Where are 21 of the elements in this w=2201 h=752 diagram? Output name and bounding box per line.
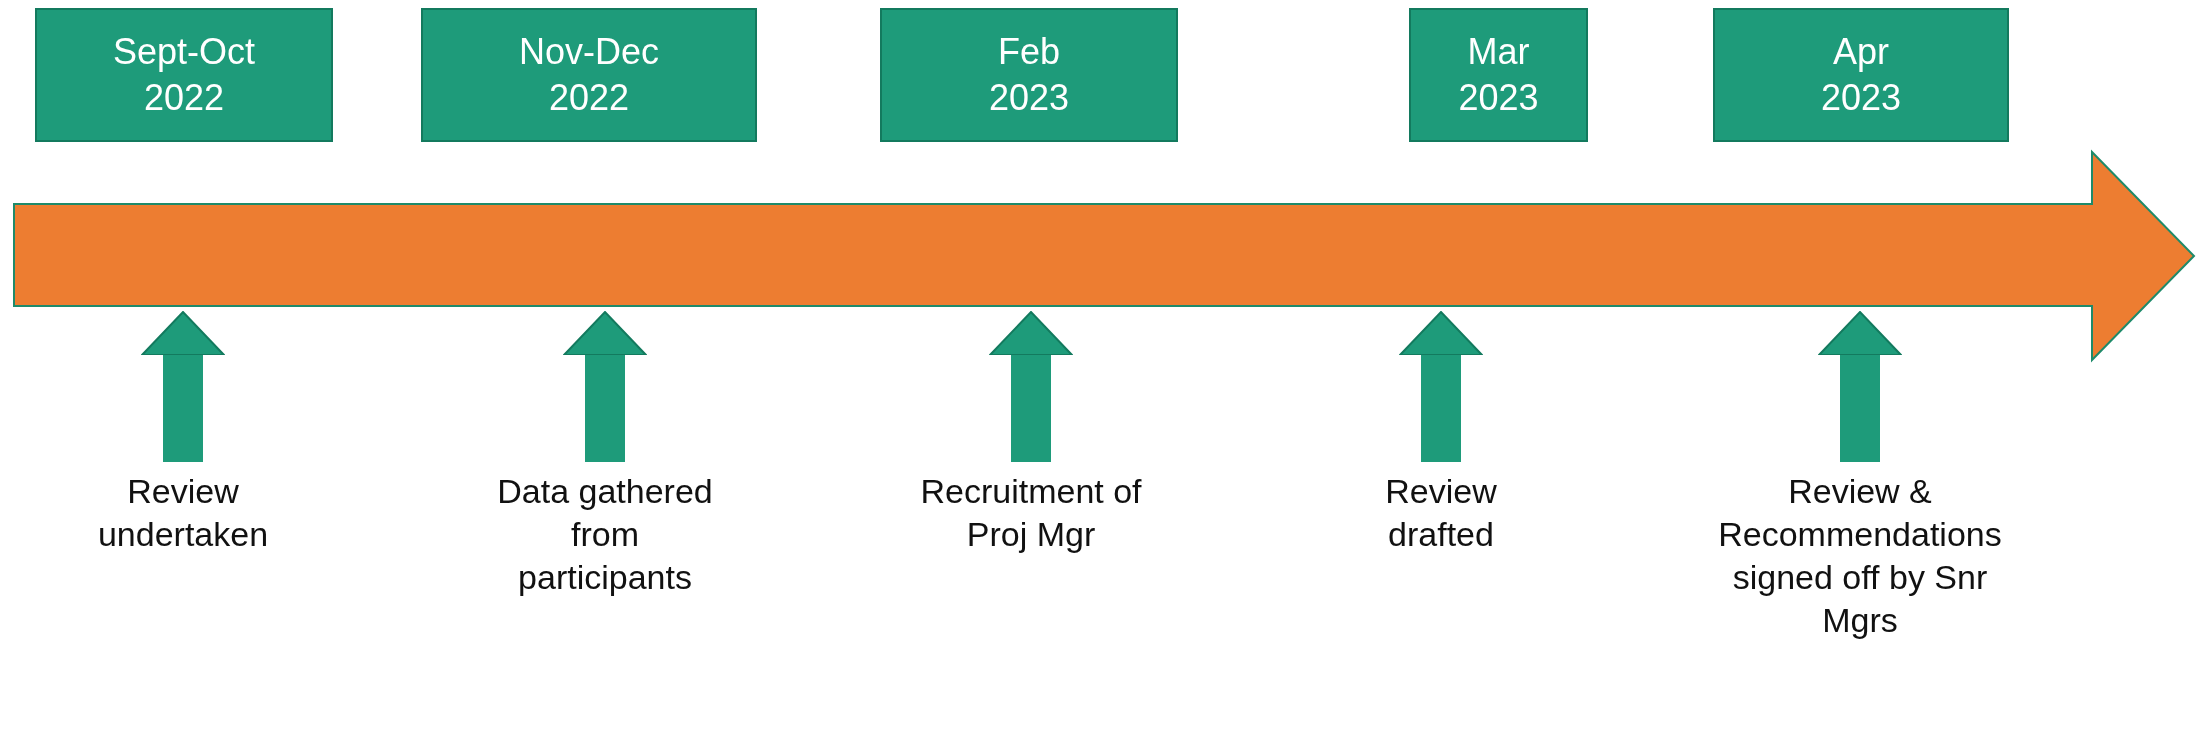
arrow (1818, 311, 1902, 462)
date-box (421, 8, 757, 142)
date-text: Mar 2023 (1457, 30, 1540, 120)
date-box (880, 8, 1178, 142)
date-text: Feb 2023 (987, 30, 1071, 120)
milestone-text: Review undertaken (53, 470, 313, 556)
arrow (141, 311, 225, 462)
date-text: Apr 2023 (1819, 30, 1903, 120)
milestone-text: Data gathered from participants (490, 470, 720, 599)
date-text: Sept-Oct 2022 (111, 30, 257, 120)
milestone-text: Review drafted (1346, 470, 1536, 556)
arrow (989, 311, 1073, 462)
arrow (563, 311, 647, 462)
date-box (35, 8, 333, 142)
date-box (1409, 8, 1588, 142)
timeline-arrow (13, 149, 2196, 363)
arrow (1399, 311, 1483, 462)
date-text: Nov-Dec 2022 (518, 30, 660, 120)
date-box (1713, 8, 2009, 142)
milestone-text: Review & Recommendations signed off by Snr Mgrs (1695, 470, 2025, 642)
milestone-text: Recruitment of Proj Mgr (886, 470, 1176, 556)
